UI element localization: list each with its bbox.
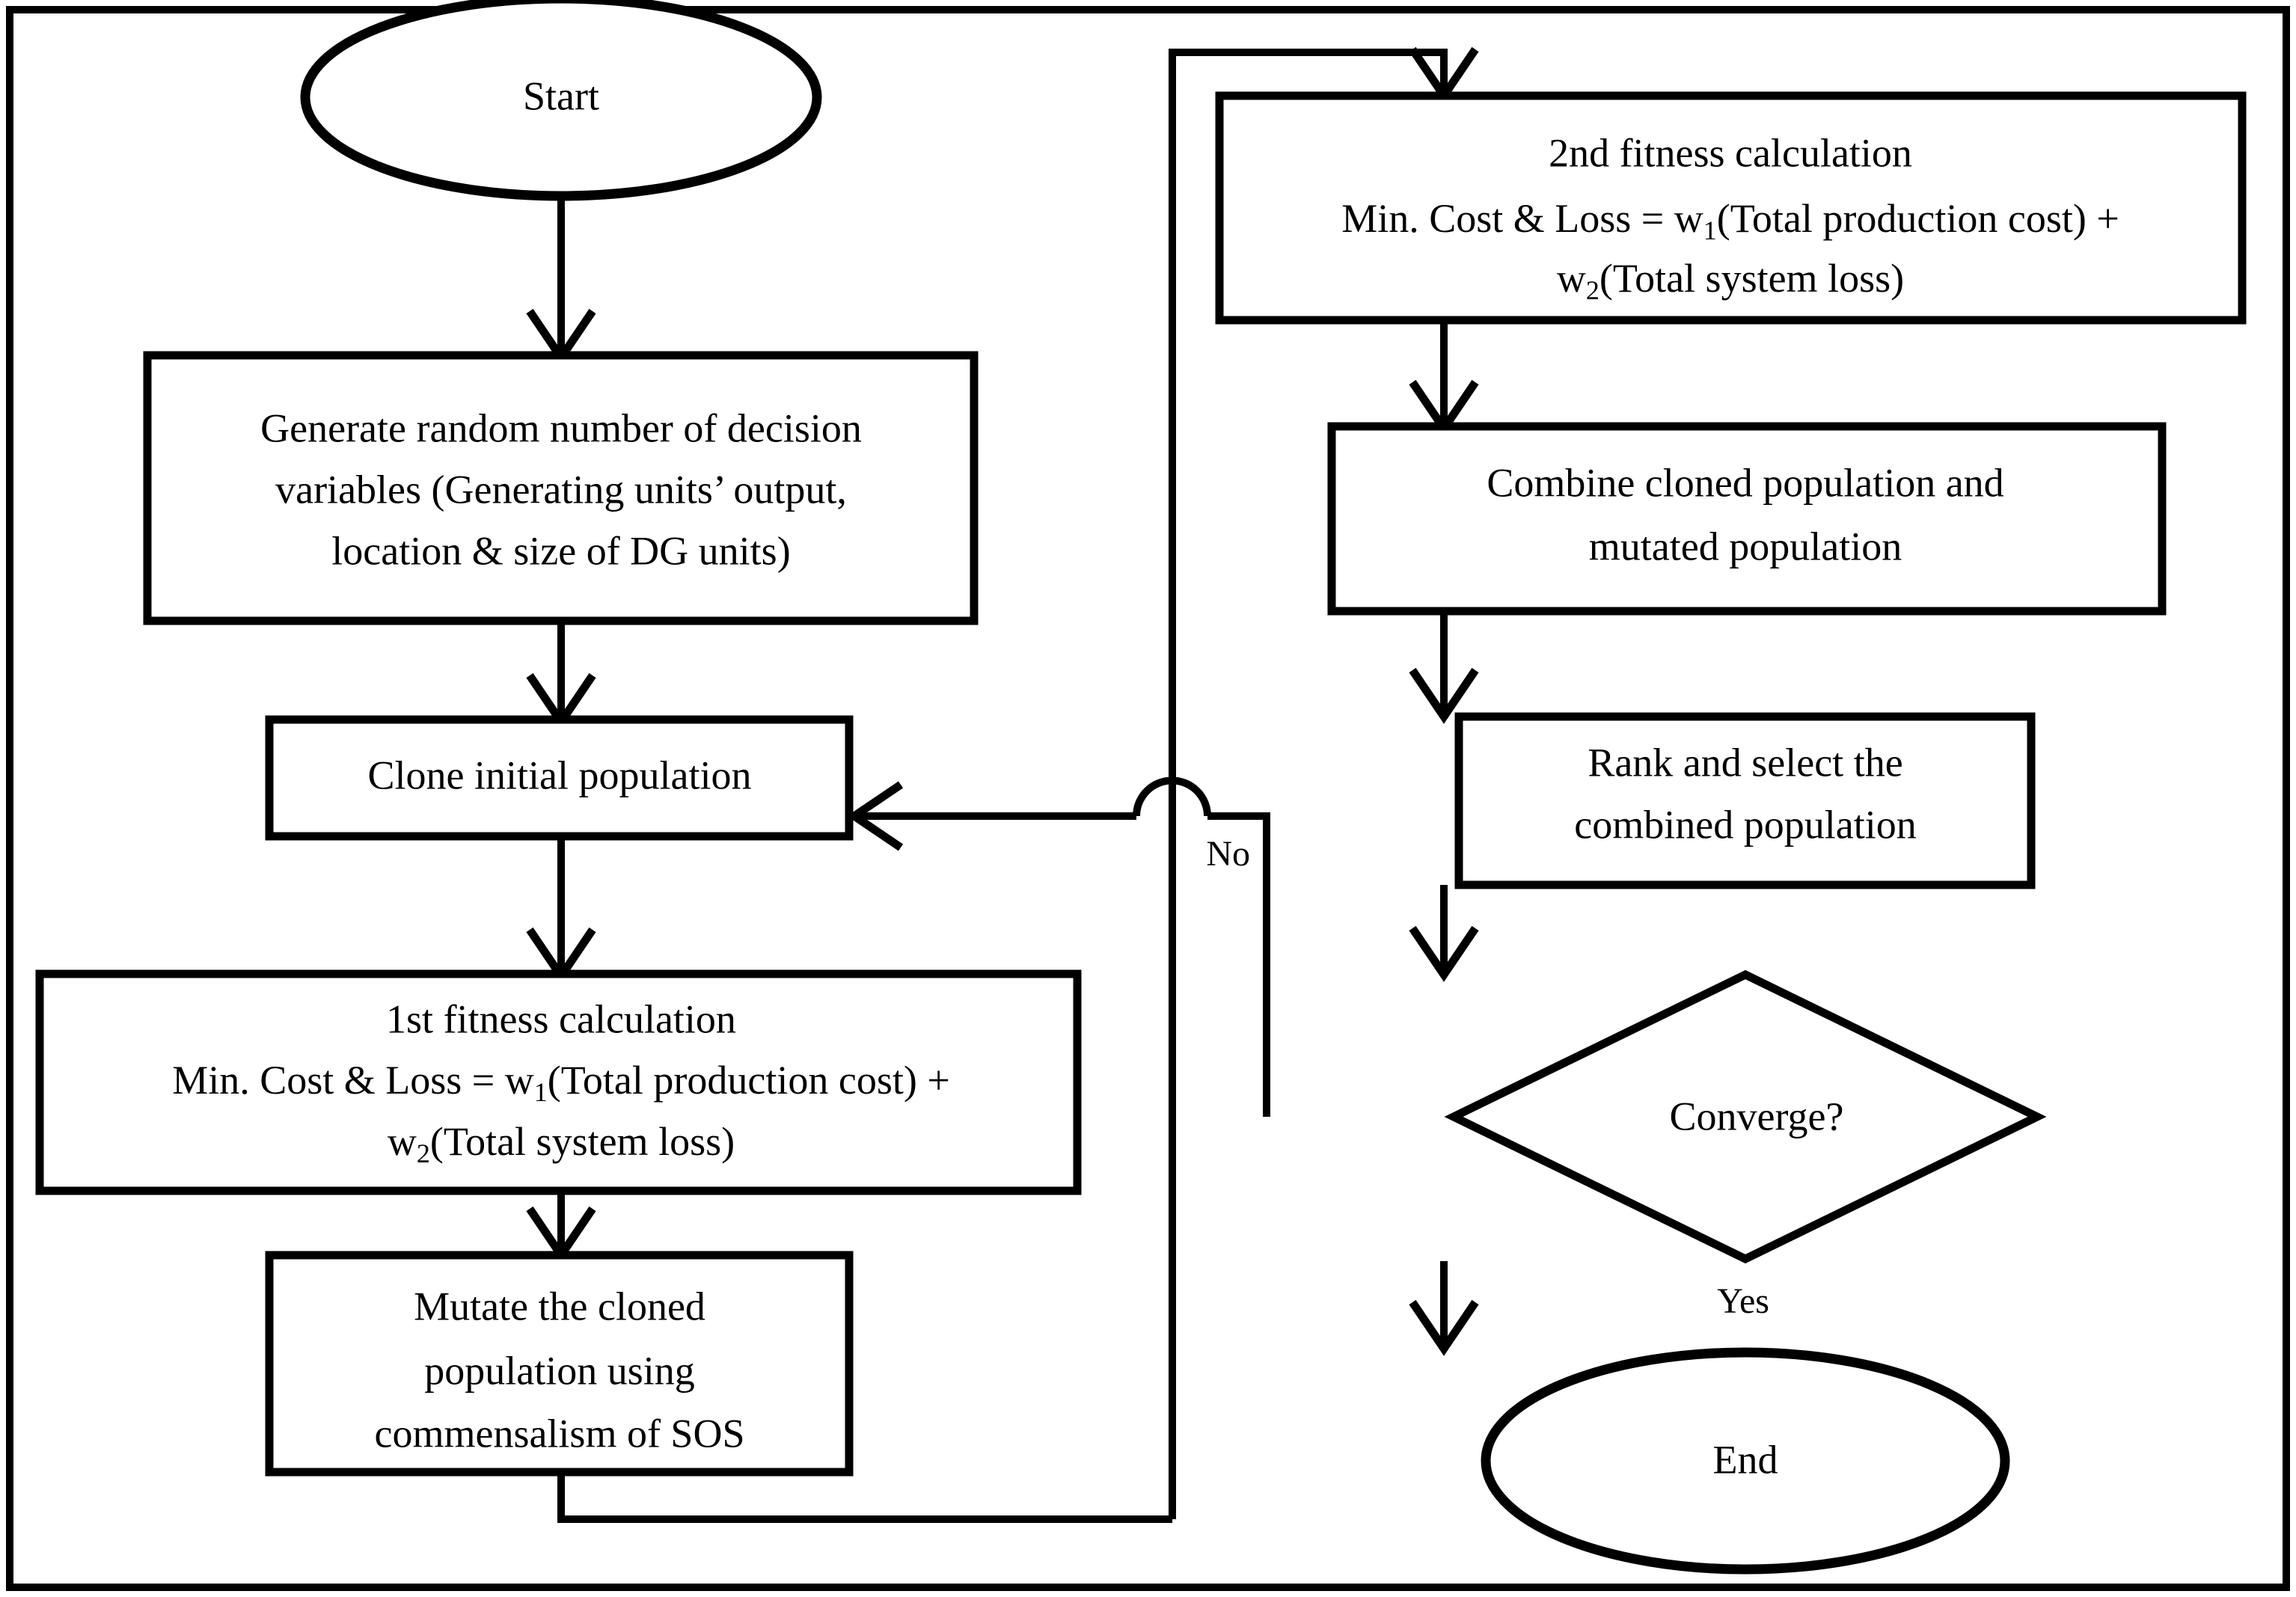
node-fitness1-line-3: w2(Total system loss) [388, 1119, 735, 1168]
f2-l3-pre: w [1557, 256, 1586, 301]
connector-generate-to-clone [526, 621, 596, 729]
f1-l3-post: (Total system loss) [430, 1119, 735, 1164]
connector-fitness1-to-mutate [526, 1191, 596, 1263]
node-generate-line-3: location & size of DG units) [331, 528, 790, 573]
connector-rank-to-converge [1409, 885, 1479, 982]
node-converge[interactable]: Converge? [1444, 969, 2047, 1264]
connector-converge-no-to-clone [847, 781, 1270, 1117]
node-clone[interactable]: Clone initial population [265, 715, 854, 841]
node-start[interactable]: Start [300, 0, 822, 201]
node-rank-line-2: combined population [1574, 802, 1916, 847]
node-rank-line-1: Rank and select the [1588, 740, 1902, 785]
connector-converge-yes-to-end [1409, 1261, 1479, 1356]
node-end[interactable]: End [1481, 1347, 2010, 1575]
outer-frame [6, 6, 2290, 1591]
connector-combine-to-rank [1409, 611, 1479, 724]
f1-l2-post: (Total production cost) + [548, 1058, 950, 1103]
f2-l2-post: (Total production cost) + [1717, 196, 2119, 241]
node-fitness2[interactable]: 2nd fitness calculation Min. Cost & Loss… [1215, 91, 2247, 325]
node-rank[interactable]: Rank and select the combined population [1454, 712, 2036, 889]
node-mutate-line-1: Mutate the cloned [414, 1284, 705, 1328]
node-combine-line-1: Combine cloned population and [1487, 460, 2003, 505]
node-mutate-line-3: commensalism of SOS [375, 1411, 745, 1456]
connector-clone-to-fitness1 [526, 836, 596, 984]
node-fitness2-line-2: Min. Cost & Loss = w1(Total production c… [1341, 196, 2119, 245]
f1-l2-sub: 1 [534, 1077, 548, 1107]
connector-mutate-to-trunk [557, 1472, 1172, 1523]
node-generate[interactable]: Generate random number of decision varia… [143, 351, 979, 625]
node-combine[interactable]: Combine cloned population and mutated po… [1327, 422, 2167, 616]
f1-l3-sub: 2 [417, 1138, 430, 1168]
node-fitness2-line-3: w2(Total system loss) [1557, 256, 1904, 305]
f1-l2-pre: Min. Cost & Loss = w [172, 1058, 534, 1103]
f2-l3-sub: 2 [1586, 275, 1599, 305]
node-generate-line-1: Generate random number of decision [260, 405, 862, 450]
node-end-label: End [1713, 1437, 1778, 1482]
node-fitness1[interactable]: 1st fitness calculation Min. Cost & Loss… [35, 969, 1082, 1195]
f2-l2-pre: Min. Cost & Loss = w [1341, 196, 1703, 241]
node-fitness1-line-2: Min. Cost & Loss = w1(Total production c… [172, 1058, 950, 1107]
connector-start-to-generate [526, 196, 596, 365]
node-fitness2-line-1: 2nd fitness calculation [1549, 130, 1912, 175]
node-clone-label: Clone initial population [368, 752, 752, 797]
node-mutate[interactable]: Mutate the cloned population using comme… [265, 1251, 854, 1477]
edge-label-yes: Yes [1717, 1281, 1769, 1321]
wire-hop-arc [1133, 776, 1211, 817]
edge-label-no: No [1206, 834, 1250, 874]
connector-fitness2-to-combine [1409, 320, 1479, 436]
f2-l2-sub: 1 [1703, 215, 1717, 245]
node-fitness1-line-1: 1st fitness calculation [386, 996, 736, 1041]
f2-l3-post: (Total system loss) [1599, 256, 1904, 301]
node-generate-line-2: variables (Generating units’ output, [275, 467, 847, 512]
node-combine-line-2: mutated population [1589, 524, 1902, 568]
f1-l3-pre: w [388, 1119, 417, 1164]
node-converge-label: Converge? [1670, 1094, 1844, 1138]
node-start-label: Start [523, 73, 599, 118]
node-mutate-line-2: population using [424, 1348, 695, 1393]
